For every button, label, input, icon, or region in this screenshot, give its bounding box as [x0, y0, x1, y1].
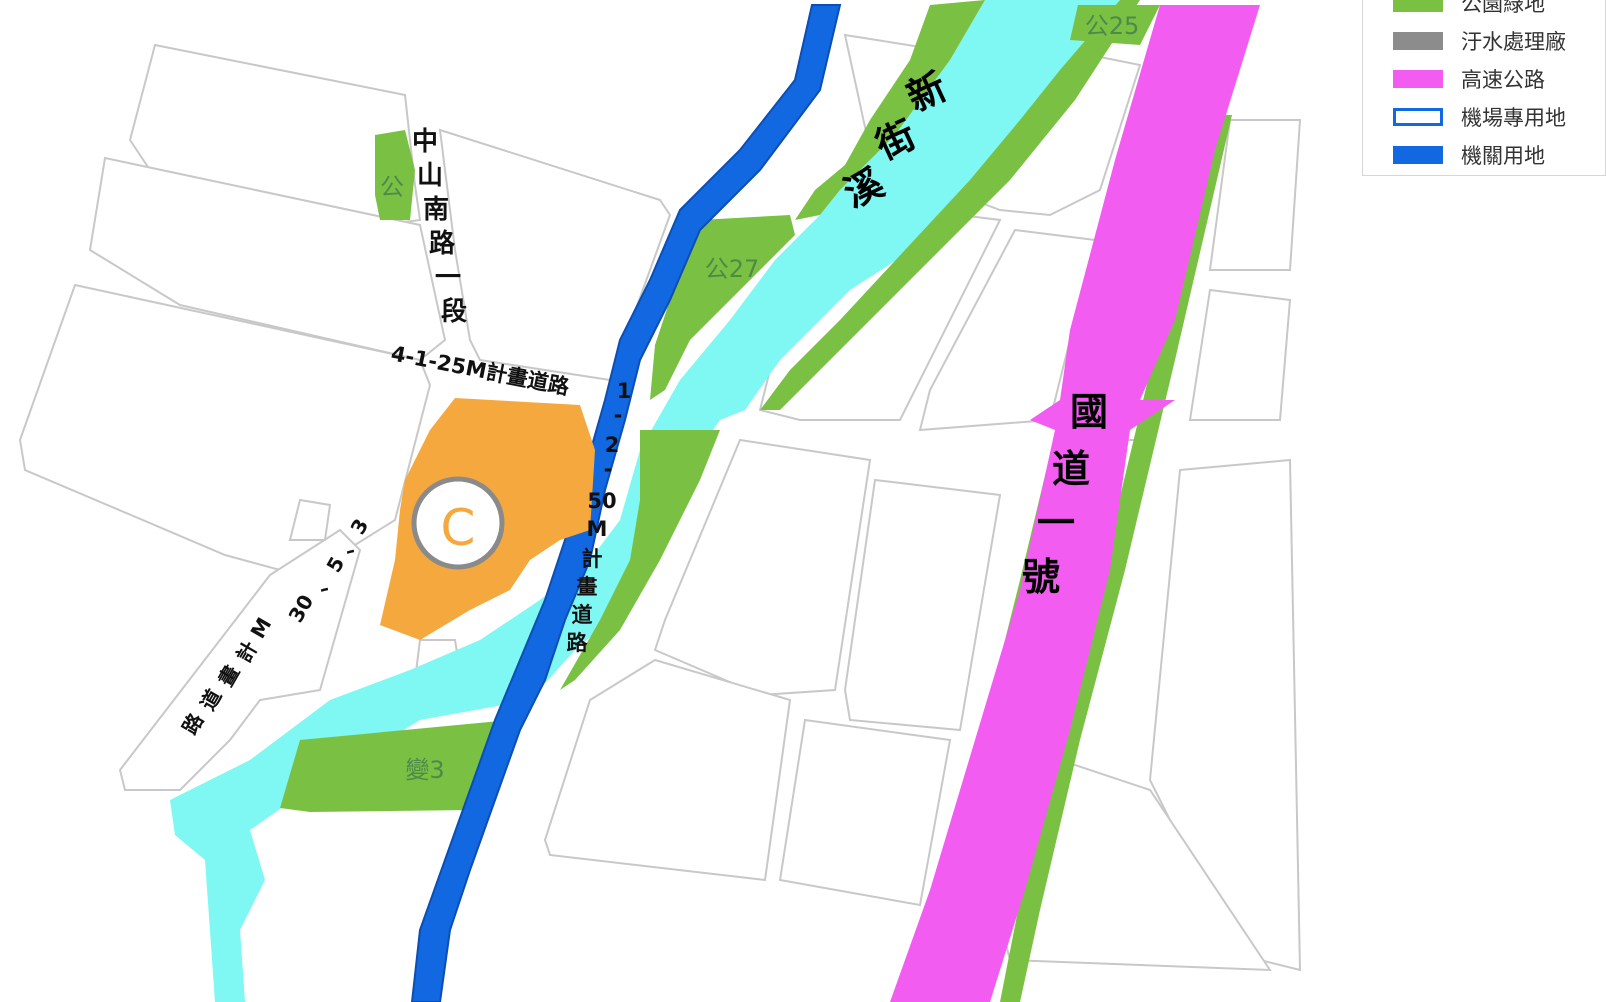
svg-text:道: 道: [1052, 447, 1090, 491]
svg-text:路: 路: [429, 228, 456, 259]
park-small: [375, 130, 415, 220]
map-legend: 公園綠地 汙水處理廠 高速公路 機場專用地 機關用地: [1362, 0, 1606, 176]
svg-text:M: M: [587, 517, 608, 541]
svg-text:-: -: [614, 403, 623, 427]
substation-3-label: 變3: [405, 756, 444, 784]
freeway-area: [890, 5, 1260, 1002]
svg-text:中: 中: [412, 127, 438, 157]
svg-text:計: 計: [582, 547, 603, 571]
legend-item-airport: 機場專用地: [1393, 105, 1566, 130]
legend-item-freeway: 高速公路: [1393, 67, 1545, 92]
freeway-swatch: [1393, 70, 1443, 88]
svg-text:號: 號: [1022, 555, 1060, 599]
park-3: [280, 720, 510, 812]
airport-swatch: [1393, 108, 1443, 126]
site-c-marker-label: C: [441, 499, 476, 557]
park-strip-creek-west: [795, 0, 985, 220]
legend-label: 公園綠地: [1461, 0, 1545, 16]
legend-label: 機場專用地: [1461, 106, 1566, 130]
legend-item-park: 公園綠地: [1393, 0, 1545, 16]
park-27-label: 公27: [705, 255, 760, 283]
park-25-label: 公25: [1085, 12, 1140, 40]
freeway-buffer-east: [1000, 115, 1232, 1002]
legend-item-government: 機關用地: [1393, 143, 1545, 168]
legend-label: 高速公路: [1461, 68, 1545, 92]
zhongshan-road-label: 中 山 南 路 一 段: [412, 127, 467, 327]
svg-text:一: 一: [435, 263, 461, 293]
svg-text:段: 段: [441, 296, 467, 327]
svg-text:一: 一: [1037, 501, 1075, 545]
legend-label: 機關用地: [1461, 144, 1545, 168]
sewage-swatch: [1393, 32, 1443, 50]
svg-text:道: 道: [572, 603, 593, 627]
svg-text:路: 路: [567, 631, 589, 655]
freeway-label: 國 道 一 號: [1022, 390, 1108, 599]
park-strip-south: [560, 430, 720, 690]
svg-text:50: 50: [587, 489, 616, 513]
svg-text:南: 南: [423, 195, 449, 225]
svg-text:1: 1: [617, 379, 632, 403]
site-c-marker[interactable]: [411, 476, 505, 570]
legend-label: 汙水處理廠: [1461, 30, 1566, 54]
government-swatch: [1393, 146, 1443, 164]
svg-text:2: 2: [605, 433, 620, 457]
svg-text:國: 國: [1070, 390, 1108, 434]
park-small-label: 公: [380, 173, 404, 201]
svg-text:-: -: [604, 457, 613, 481]
road-1-2-label: 1 - 2 - 50 M 計 畫 道 路: [567, 379, 632, 655]
government-land-strip: [410, 4, 842, 1002]
legend-item-sewage: 汙水處理廠: [1393, 29, 1566, 54]
svg-text:畫: 畫: [577, 575, 598, 599]
park-strip-creek-east: [760, 0, 1140, 410]
park-swatch: [1393, 0, 1443, 12]
svg-text:山: 山: [417, 161, 443, 191]
